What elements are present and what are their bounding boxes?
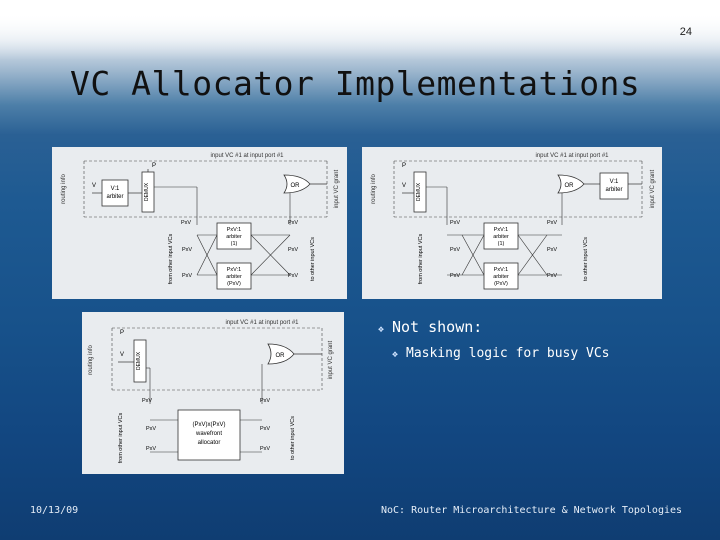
pxv-label-5: PxV [288, 247, 298, 253]
v-arbiter-label-1: V:1 [111, 186, 120, 192]
bullet-level-1-text: Not shown: [392, 318, 483, 336]
arbiter-1-box [483, 222, 519, 250]
v-arbiter-label-1: V:1 [610, 179, 619, 185]
pxv-label-3: PxV [450, 247, 460, 253]
footer-text: NoC: Router Microarchitecture & Network … [381, 505, 683, 516]
demux-label: DEMUX [416, 182, 422, 201]
pxv-label-2: PxV [547, 220, 557, 226]
or-gate [283, 174, 311, 194]
demux-box [133, 339, 147, 383]
pxv-label-2: PxV [288, 220, 298, 226]
arbiter-2-label-1: PxV:1 [227, 267, 241, 273]
arbiter-1-label-1: PxV:1 [227, 227, 241, 233]
pxv-label-1: PxV [181, 220, 191, 226]
routing-info-label: routing info [61, 173, 67, 203]
bullet-level-2-text: Masking logic for busy VCs [406, 346, 610, 361]
pxv-label-1: PxV [142, 398, 152, 404]
bullet-icon: ❖ [392, 349, 399, 360]
or-gate-label: OR [291, 183, 301, 189]
routing-info-label: routing info [371, 173, 377, 203]
or-gate [267, 343, 295, 365]
arbiter-2-label-2: arbiter [493, 274, 509, 280]
v-arbiter-box [101, 179, 129, 207]
demux-label: DEMUX [144, 182, 150, 201]
pxv-label-4: PxV [450, 273, 460, 279]
arbiter-1-box [216, 222, 252, 250]
bullet-icon: ❖ [378, 324, 385, 335]
allocator-label-2: wavefront [195, 431, 222, 437]
demux-label: DEMUX [136, 351, 142, 370]
pxv-label-5: PxV [260, 426, 270, 432]
input-vc-grant-label: input VC grant [650, 169, 656, 208]
arbiter-2-box [216, 262, 252, 290]
from-other-vcs-label: from other input VCs [118, 413, 124, 464]
pxv-label-4: PxV [182, 273, 192, 279]
arbiter-2-box [483, 262, 519, 290]
v-arbiter-label-2: arbiter [106, 194, 123, 200]
arbiter-1-label-3: (1) [498, 241, 505, 247]
to-other-vcs-label: to other input VCs [583, 237, 589, 281]
arbiter-1-label-2: arbiter [226, 234, 242, 240]
bullet-level-2: ❖ Masking logic for busy VCs [392, 346, 610, 361]
pxv-label-2: PxV [260, 398, 270, 404]
from-other-vcs-label: from other input VCs [418, 234, 424, 285]
slide-title: VC Allocator Implementations [70, 64, 641, 103]
v-label: V [92, 183, 96, 189]
input-vc-grant-label: input VC grant [334, 169, 340, 208]
or-gate [557, 174, 585, 194]
bullet-level-1: ❖ Not shown: [378, 318, 610, 336]
or-gate-label: OR [565, 183, 575, 189]
pxv-label-6: PxV [260, 446, 270, 452]
pxv-label-3: PxV [182, 247, 192, 253]
input-vc-grant-label: input VC grant [328, 340, 334, 379]
from-other-vcs-label: from other input VCs [168, 234, 174, 285]
allocator-label-1: (PxV)x(PxV) [193, 422, 226, 428]
arbiter-2-label-3: (PxV) [227, 281, 241, 287]
arbiter-1-label-3: (1) [231, 241, 238, 247]
to-other-vcs-label: to other input VCs [310, 237, 316, 281]
bullet-list: ❖ Not shown: ❖ Masking logic for busy VCs [378, 318, 610, 361]
to-other-vcs-label: to other input VCs [290, 416, 296, 460]
p-label: P [402, 163, 406, 169]
demux-box [413, 171, 427, 213]
v-label: V [120, 352, 124, 358]
arbiter-1-label-1: PxV:1 [494, 227, 508, 233]
diagram-top-right: input VC #1 at input port #1 routing inf… [362, 147, 662, 299]
v-arbiter-label-2: arbiter [605, 187, 622, 193]
allocator-label-3: allocator [198, 440, 221, 446]
pxv-label-5: PxV [547, 247, 557, 253]
pxv-label-3: PxV [146, 426, 156, 432]
p-label: P [152, 163, 156, 169]
v-label: V [402, 183, 406, 189]
diagram-header: input VC #1 at input port #1 [210, 153, 284, 159]
arbiter-1-label-2: arbiter [493, 234, 509, 240]
pxv-label-4: PxV [146, 446, 156, 452]
diagram-top-left: input VC #1 at input port #1 routing inf… [52, 147, 347, 299]
wavefront-allocator-box [177, 409, 241, 461]
header-band [0, 0, 720, 60]
p-label: P [120, 330, 124, 336]
diagram-header: input VC #1 at input port #1 [225, 320, 299, 326]
page-number: 24 [679, 26, 692, 38]
diagram-background [52, 147, 347, 299]
pxv-label-1: PxV [450, 220, 460, 226]
v-arbiter-box [599, 172, 629, 200]
arbiter-2-label-3: (PxV) [494, 281, 508, 287]
arbiter-2-label-1: PxV:1 [494, 267, 508, 273]
diagram-header: input VC #1 at input port #1 [535, 153, 609, 159]
diagram-bottom: input VC #1 at input port #1 routing inf… [82, 312, 344, 474]
arbiter-2-label-2: arbiter [226, 274, 242, 280]
or-gate-label: OR [276, 353, 286, 359]
footer-date: 10/13/09 [30, 505, 79, 516]
pxv-label-6: PxV [547, 273, 557, 279]
routing-info-label: routing info [88, 344, 94, 374]
pxv-label-6: PxV [288, 273, 298, 279]
